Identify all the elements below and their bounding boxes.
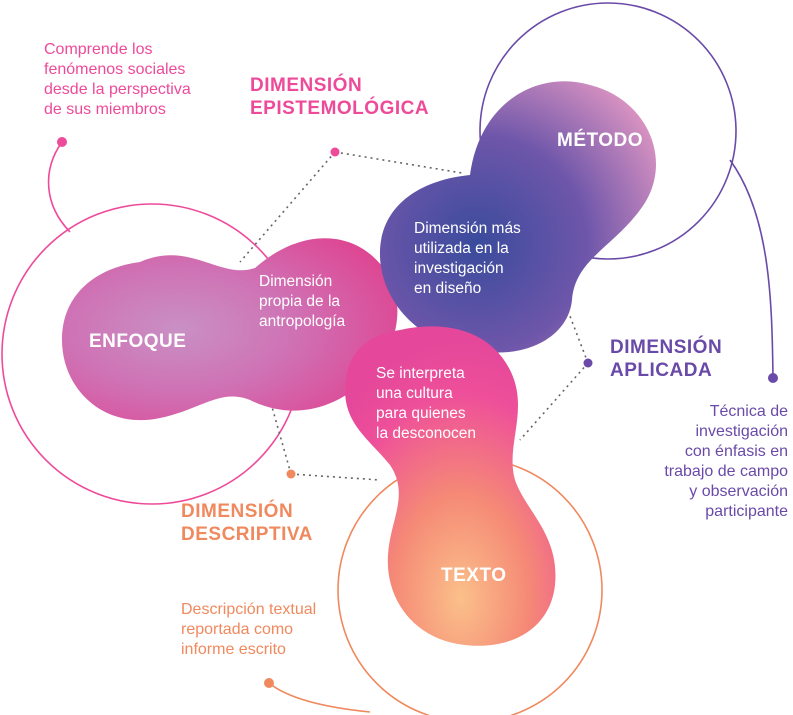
note-line: fenómenos sociales [44, 61, 186, 78]
purple-outline-circle [479, 2, 737, 260]
description-line: utilizada en la [414, 240, 509, 257]
enfoque-blob [62, 238, 398, 421]
texto-blob [345, 326, 556, 646]
dot-descriptiva [286, 469, 296, 479]
description-line: la desconocen [376, 425, 476, 442]
description-line: propia de la [259, 293, 341, 310]
heading-descriptiva: DIMENSIÓN DESCRIPTIVA [181, 500, 313, 546]
dot-aplicada [583, 358, 593, 368]
purple-connector-line [729, 159, 774, 379]
note-line: y observación [689, 483, 788, 500]
note-aplicada: Técnica de investigación con énfasis en … [640, 402, 788, 522]
texto-label: TEXTO [441, 565, 507, 586]
dotted-line-aplicada [519, 284, 589, 441]
orange-connector-dot [264, 678, 274, 688]
purple-connector-dot [768, 373, 778, 383]
note-line: informe escrito [181, 641, 286, 658]
note-line: con énfasis en [684, 443, 788, 460]
note-line: Descripción textual [181, 601, 317, 618]
dotted-line-epistemologica [239, 151, 463, 263]
note-epistemologica: Comprende los fenómenos sociales desde l… [44, 40, 191, 120]
note-line: Comprende los [44, 41, 153, 58]
description-line: Dimensión [259, 273, 333, 290]
note-line: trabajo de campo [664, 463, 788, 480]
description-line: Se interpreta [376, 365, 465, 382]
note-line: reportada como [181, 621, 294, 638]
note-line: participante [705, 503, 788, 520]
description-line: Dimensión más [414, 220, 521, 237]
description-line: antropología [259, 313, 346, 330]
metodo-blob [379, 81, 656, 353]
texto-description: Se interpreta una cultura para quienes l… [376, 364, 476, 444]
pink-connector-dot [57, 137, 67, 147]
heading-epistemologica: DIMENSIÓN EPISTEMOLÓGICA [250, 74, 429, 120]
note-descriptiva: Descripción textual reportada como infor… [181, 600, 316, 660]
description-line: en diseño [414, 280, 482, 297]
enfoque-label: ENFOQUE [89, 331, 187, 352]
note-line: de sus miembros [44, 101, 166, 118]
note-line: desde la perspectiva [44, 81, 191, 98]
orange-connector-line [268, 682, 371, 713]
heading-line: DESCRIPTIVA [181, 524, 313, 545]
heading-line: EPISTEMOLÓGICA [250, 98, 430, 119]
pink-connector-line [47, 141, 71, 233]
description-line: para quienes [376, 405, 466, 422]
dot-epistemologica [330, 147, 340, 157]
metodo-label: MÉTODO [557, 130, 644, 151]
dotted-line-descriptiva [269, 399, 381, 481]
heading-line: DIMENSIÓN [610, 337, 723, 358]
enfoque-description: Dimensión propia de la antropología [259, 272, 345, 332]
heading-aplicada: DIMENSIÓN APLICADA [610, 336, 722, 382]
heading-line: DIMENSIÓN [250, 75, 363, 96]
metodo-description: Dimensión más utilizada en la investigac… [414, 219, 521, 299]
heading-line: APLICADA [610, 360, 713, 381]
note-line: investigación [695, 423, 789, 440]
note-line: Técnica de [709, 403, 788, 420]
description-line: una cultura [376, 385, 453, 402]
heading-line: DIMENSIÓN [181, 501, 294, 522]
description-line: investigación [414, 260, 504, 277]
